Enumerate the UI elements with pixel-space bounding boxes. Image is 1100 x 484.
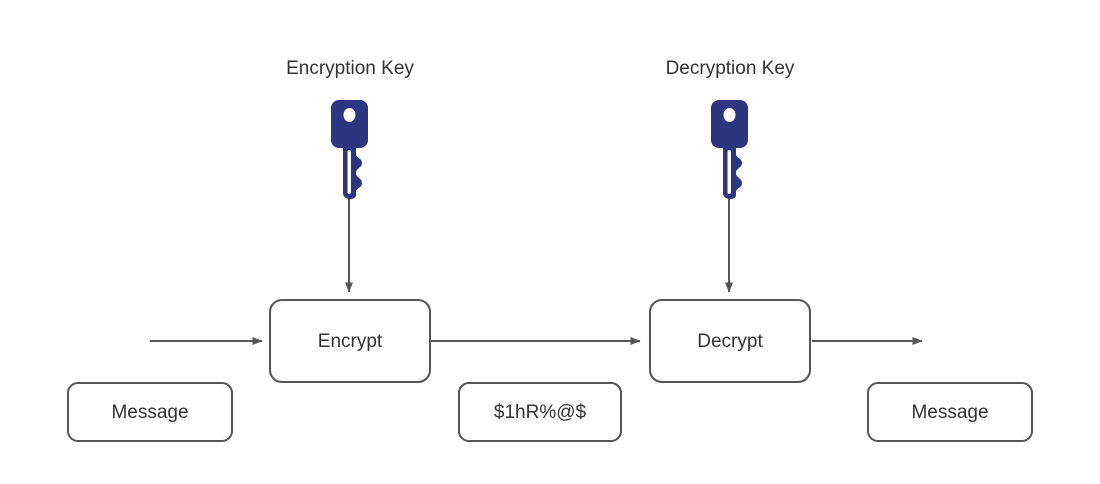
decryption-key-caption: Decryption Key bbox=[666, 58, 795, 79]
ciphertext-node[interactable]: $1hR%@$ bbox=[458, 382, 622, 442]
decrypt-node-box[interactable] bbox=[649, 299, 811, 383]
encrypt-node-label: Encrypt bbox=[318, 331, 383, 352]
decrypt-node[interactable]: Decrypt bbox=[649, 299, 811, 383]
plaintext-input-label: Message bbox=[111, 402, 188, 423]
plaintext-input-node[interactable]: Message bbox=[67, 382, 233, 442]
ciphertext-box[interactable] bbox=[458, 382, 622, 442]
encrypt-node-box[interactable] bbox=[269, 299, 431, 383]
decrypt-node-label: Decrypt bbox=[697, 331, 763, 352]
encryption-key-caption: Encryption Key bbox=[286, 58, 414, 79]
plaintext-output-node[interactable]: Message bbox=[867, 382, 1033, 442]
encrypt-node[interactable]: Encrypt bbox=[269, 299, 431, 383]
plaintext-input-box[interactable] bbox=[67, 382, 233, 442]
plaintext-output-box[interactable] bbox=[867, 382, 1033, 442]
plaintext-output-label: Message bbox=[911, 402, 988, 423]
ciphertext-label: $1hR%@$ bbox=[494, 402, 587, 423]
decryption-key-icon bbox=[711, 100, 748, 199]
encryption-key-icon bbox=[331, 100, 368, 199]
